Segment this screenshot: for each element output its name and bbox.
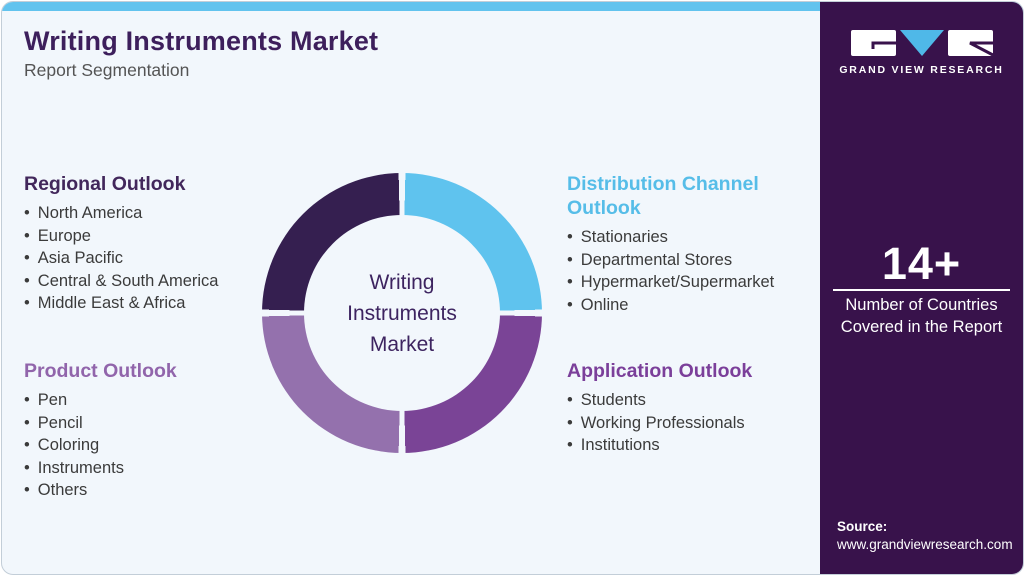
section-application-outlook: Application Outlook Students Working Pro… [567, 359, 822, 457]
top-accent-bar [2, 2, 1023, 11]
countries-label: Number of Countries Covered in the Repor… [840, 296, 1003, 336]
list-item: Institutions [567, 434, 822, 457]
list-item: Pen [24, 389, 279, 412]
section-list: Stationaries Departmental Stores Hyperma… [567, 226, 817, 316]
section-product-outlook: Product Outlook Pen Pencil Coloring Inst… [24, 359, 279, 502]
section-list: North America Europe Asia Pacific Centra… [24, 202, 279, 315]
countries-count: 14+ [881, 238, 962, 289]
source-label: Source: [837, 519, 888, 534]
list-item: Middle East & Africa [24, 292, 279, 315]
list-item: Pencil [24, 412, 279, 435]
list-item: Coloring [24, 434, 279, 457]
list-item: Central & South America [24, 270, 279, 293]
gvr-logo-text: GRAND VIEW RESEARCH [839, 64, 1004, 76]
source-url: www.grandviewresearch.com [837, 537, 1013, 552]
section-heading: Application Outlook [567, 360, 753, 382]
section-list: Pen Pencil Coloring Instruments Others [24, 389, 279, 502]
section-regional-outlook: Regional Outlook North America Europe As… [24, 172, 279, 315]
sidebar: GRAND VIEW RESEARCH 14+ Number of Countr… [820, 2, 1023, 574]
donut-ring: Writing Instruments Market [262, 173, 542, 453]
section-heading: Distribution Channel Outlook [567, 173, 759, 219]
list-item: Departmental Stores [567, 249, 817, 272]
donut-center-label: Writing Instruments Market [347, 270, 457, 356]
list-item: North America [24, 202, 279, 225]
list-item: Students [567, 389, 822, 412]
page-title: Writing Instruments Market [24, 26, 379, 56]
count-divider [833, 289, 1010, 291]
list-item: Instruments [24, 457, 279, 480]
donut-center: Writing Instruments Market [304, 215, 500, 411]
section-heading: Regional Outlook [24, 173, 186, 195]
page-subtitle: Report Segmentation [24, 60, 190, 80]
list-item: Working Professionals [567, 412, 822, 435]
section-list: Students Working Professionals Instituti… [567, 389, 822, 457]
section-heading: Product Outlook [24, 360, 177, 382]
list-item: Europe [24, 225, 279, 248]
section-distribution-outlook: Distribution Channel Outlook Stationarie… [567, 172, 817, 316]
source-block: Source: www.grandviewresearch.com [837, 519, 1013, 552]
list-item: Stationaries [567, 226, 817, 249]
gvr-logo-icon [820, 29, 1023, 62]
list-item: Asia Pacific [24, 247, 279, 270]
list-item: Online [567, 294, 817, 317]
list-item: Others [24, 479, 279, 502]
list-item: Hypermarket/Supermarket [567, 271, 817, 294]
